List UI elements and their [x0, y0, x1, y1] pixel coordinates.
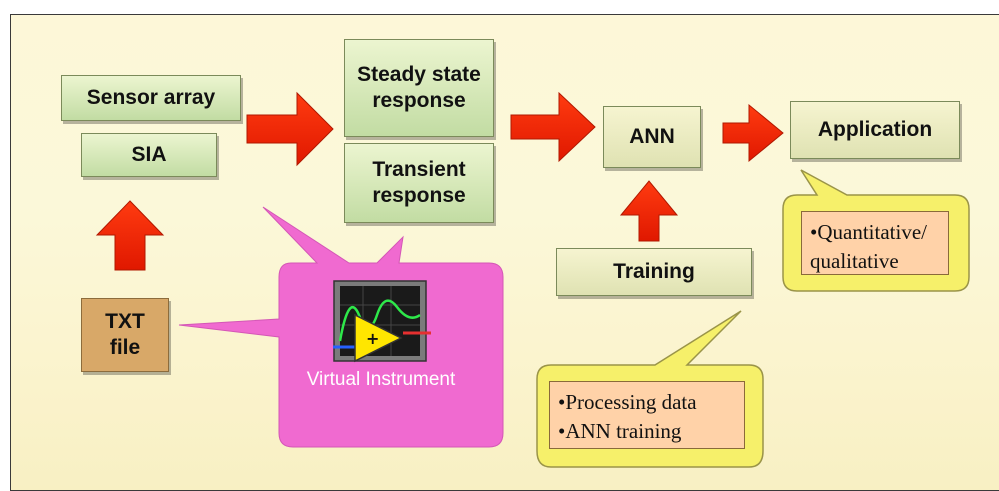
virtual-instrument-icon: +	[333, 280, 431, 363]
arrow-txt-to-sia	[95, 200, 165, 271]
ann-block: ANN	[603, 106, 701, 168]
arrow-training-to-ann	[619, 180, 679, 242]
sia-block: SIA	[81, 133, 217, 177]
application-block: Application	[790, 101, 960, 159]
training-notes: •Processing data •ANN training	[549, 381, 745, 449]
svg-text:+: +	[366, 329, 379, 348]
arrow-sensor-to-response	[246, 91, 334, 167]
steady-state-response-block: Steady state response	[344, 39, 494, 137]
arrow-response-to-ann	[510, 91, 596, 163]
application-note-line-2: qualitative	[810, 249, 899, 274]
training-note-line-2: •ANN training	[558, 419, 682, 444]
application-notes: •Quantitative/ qualitative	[801, 211, 949, 275]
virtual-instrument-label: Virtual Instrument	[306, 369, 456, 390]
arrow-ann-to-application	[722, 103, 784, 163]
training-note-line-1: •Processing data	[558, 390, 697, 414]
diagram-frame: + Sensor array SIA Steady state response…	[10, 14, 999, 491]
sensor-array-block: Sensor array	[61, 75, 241, 121]
application-note-line-1: •Quantitative/	[810, 220, 927, 244]
training-block: Training	[556, 248, 752, 296]
transient-response-block: Transient response	[344, 143, 494, 223]
txt-file-block: TXT file	[81, 298, 169, 372]
